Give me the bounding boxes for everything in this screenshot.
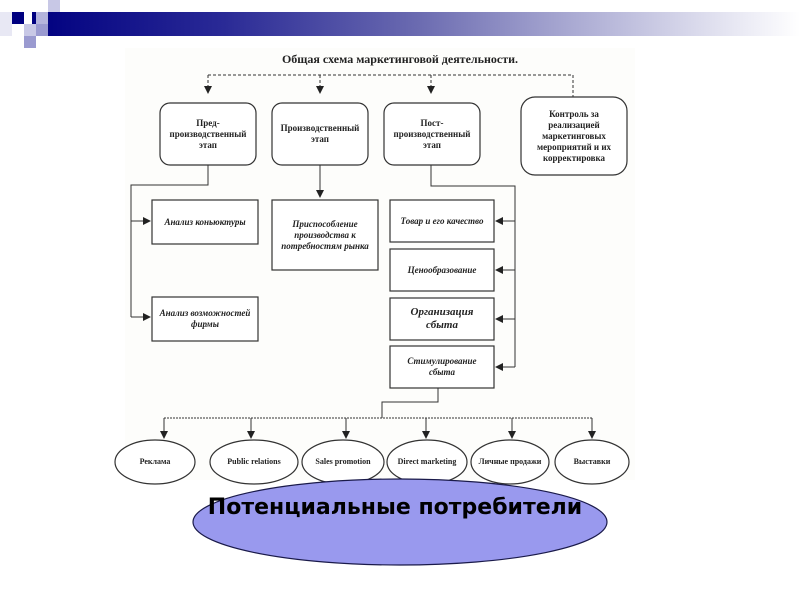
- box-pricing: [389, 248, 495, 292]
- stimulation-label: Стимулирование сбыта: [407, 356, 477, 377]
- analysis-market-label: Анализ коньюктуры: [164, 216, 246, 227]
- tool-label-6: Выставки: [573, 457, 611, 466]
- slide-header-bar: [32, 12, 800, 36]
- analysis-firm-label: Анализ возможностей фирмы: [159, 308, 251, 329]
- tool-label-1: Реклама: [139, 457, 171, 466]
- box-analysis-market: [151, 199, 259, 245]
- stage-box-4: [520, 96, 628, 176]
- stage-box-1: [159, 102, 257, 166]
- tool-ellipse-1: [114, 439, 196, 485]
- box-product: [389, 199, 495, 243]
- tool-ellipse-6: [554, 439, 630, 485]
- tool-label-2: Public relations: [227, 457, 281, 466]
- distribution-label: Организация сбыта: [410, 306, 474, 331]
- stage-label-4: Контроль за реализацией маркетинговых ме…: [536, 108, 612, 163]
- product-label: Товар и его качество: [400, 215, 484, 226]
- tool-label-5: Личные продажи: [478, 457, 542, 466]
- tool-ellipse-2: [209, 439, 299, 485]
- target-ellipse: [192, 478, 608, 566]
- stage-label-1: Пред-производственный этап: [169, 117, 247, 150]
- pre-production-bus: [130, 165, 209, 317]
- tool-label-3: Sales promotion: [315, 457, 371, 466]
- post-production-bus: [430, 165, 516, 367]
- box-analysis-firm: [151, 296, 259, 342]
- box-distribution: [389, 297, 495, 341]
- stage-label-2: Производственный этап: [280, 123, 360, 144]
- top-dashed-bus: [208, 74, 574, 97]
- pricing-label: Ценообразование: [407, 264, 477, 275]
- box-stimulation: [389, 345, 495, 389]
- stimulation-to-tools-line: [381, 388, 439, 418]
- tool-label-4: Direct marketing: [397, 457, 457, 466]
- stage-label-3: Пост-производственный этап: [393, 117, 471, 150]
- diagram-title: Общая схема маркетинговой деятельности.: [281, 52, 519, 66]
- box-adaptation: [271, 199, 379, 271]
- stage-box-3: [383, 102, 481, 166]
- tool-ellipse-5: [470, 439, 550, 485]
- target-label: Потенциальные потребители: [207, 495, 583, 520]
- adaptation-label: Приспособление производства к потребност…: [281, 218, 369, 251]
- stage-box-2: [271, 102, 369, 166]
